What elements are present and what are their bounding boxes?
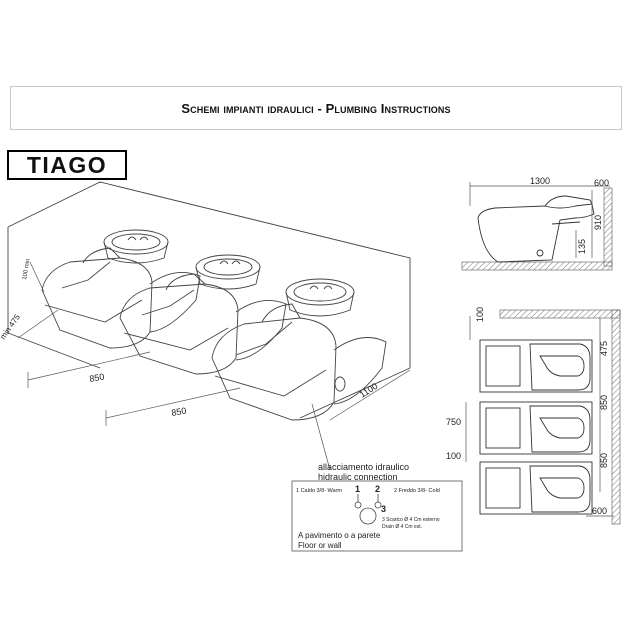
wash-unit-3 (211, 278, 387, 421)
side-dim-drain-height: 135 (577, 239, 587, 254)
legend-num-3: 3 (381, 504, 386, 514)
legend-item-1: 1 Caldo 3/8- Warm (296, 488, 342, 494)
model-box: TIAGO (7, 150, 127, 180)
connection-label-it: allacciamento idraulico (318, 462, 409, 472)
top-dim-gap: 100 (446, 451, 461, 461)
dim-spacing-1: 850 (89, 372, 106, 384)
top-wall-top-hatch (499, 309, 621, 319)
side-drain-icon (536, 249, 544, 257)
dim-spacing-2: 850 (171, 406, 188, 418)
top-dim-top-gap: 100 (475, 307, 485, 322)
header-box: Schemi impianti idraulici - Plumbing Ins… (10, 86, 622, 130)
side-floor-hatch (461, 261, 613, 271)
side-dim-length: 1300 (530, 176, 550, 186)
top-dim-right-offset: 475 (599, 341, 609, 356)
legend-floor-it: A pavimento o a parete (298, 531, 381, 540)
legend-item-3-line1: 3 Scarico Ø 4 Cm esterno (382, 517, 440, 523)
model-name: TIAGO (26, 151, 108, 178)
legend-item-2: 2 Freddo 3/8- Cold (394, 488, 440, 494)
drain-pipe-icon (359, 507, 377, 525)
top-dim-unit-depth: 750 (446, 417, 461, 427)
side-view: 1300 600 910 135 (461, 176, 613, 271)
wash-unit-1 (41, 229, 201, 349)
top-dim-spacing-1: 850 (599, 395, 609, 410)
side-wall-hatch (603, 187, 613, 267)
warm-pipe-icon (354, 501, 362, 509)
top-unit-1 (479, 339, 593, 393)
room-floor-right (299, 367, 411, 419)
top-dim-bottom-gap: 600 (592, 506, 607, 516)
dim-side-small: 100 min (22, 258, 32, 280)
wash-unit-2 (119, 254, 287, 375)
legend-num-2: 2 (375, 484, 380, 494)
side-dim-height: 910 (593, 215, 603, 230)
cold-pipe-icon (374, 501, 382, 509)
perspective-view (7, 181, 411, 471)
perspective-dimensions: min 475 100 min 850 850 1100 allacciamen… (0, 258, 409, 482)
legend-item-3-line2: Drain Ø 4 Cm est. (382, 524, 422, 530)
header-title: Schemi impianti idraulici - Plumbing Ins… (181, 100, 451, 116)
room-wall-back (7, 181, 411, 368)
legend-frame (291, 480, 463, 552)
connection-legend: 1 2 1 Caldo 3/8- Warm 2 Freddo 3/8- Cold… (291, 480, 463, 552)
room-wall-left (7, 227, 101, 369)
top-view: 100 475 850 850 750 100 600 (446, 307, 621, 525)
top-dim-spacing-2: 850 (599, 453, 609, 468)
legend-floor-en: Floor or wall (298, 541, 342, 550)
legend-num-1: 1 (355, 484, 360, 494)
connection-label-en: hidraulic connection (318, 472, 398, 482)
top-unit-3 (479, 461, 593, 515)
top-unit-2 (479, 401, 593, 455)
side-dim-wall-gap: 600 (594, 178, 609, 188)
top-wall-right-hatch (611, 309, 621, 525)
